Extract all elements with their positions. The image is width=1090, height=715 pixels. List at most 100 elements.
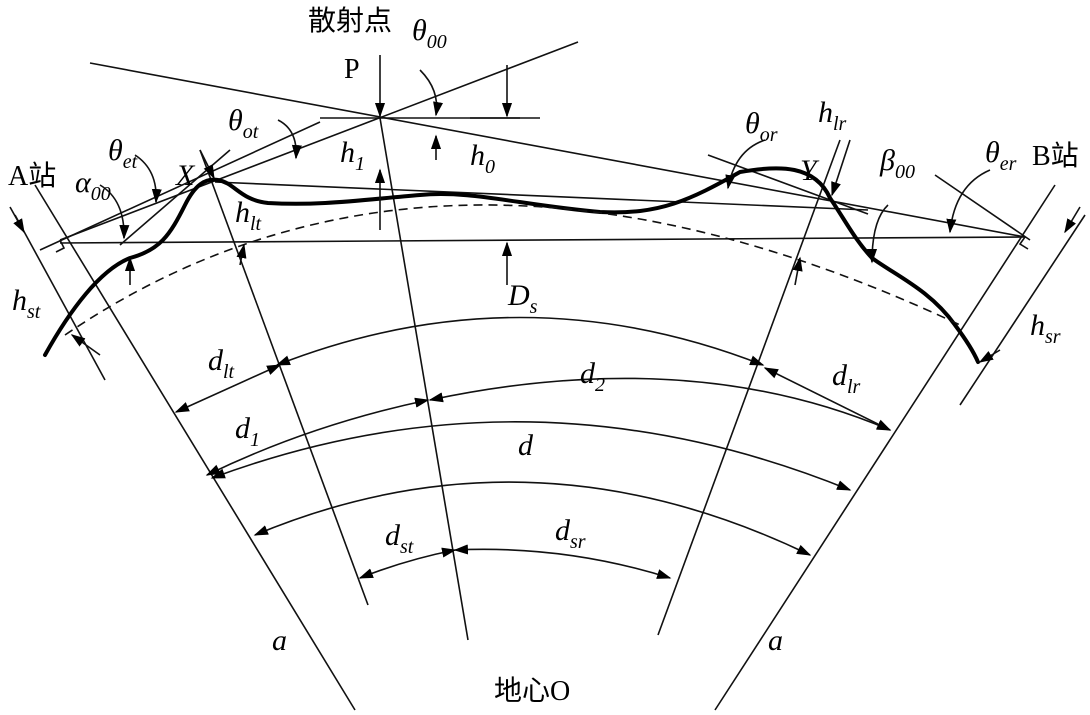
y-arrow (831, 139, 851, 197)
svg-text:dlr: dlr (832, 359, 861, 398)
alpha00-sub: 00 (91, 183, 111, 205)
ds-arc (275, 316, 765, 366)
ds-sub: s (530, 296, 538, 318)
hst-label: h (12, 284, 27, 317)
dst-arc (358, 547, 457, 579)
theta-er-arc (946, 169, 991, 234)
station-a-height-line (14, 214, 106, 381)
svg-text:dst: dst (385, 519, 414, 558)
h0-sub: 0 (485, 156, 495, 178)
svg-text:h0: h0 (470, 139, 495, 178)
svg-text:d2: d2 (580, 357, 605, 396)
svg-text:hst: hst (12, 284, 41, 323)
station-chord-line (59, 236, 1026, 244)
theta-or-label: θ (745, 107, 760, 140)
hlr-arrow (792, 256, 803, 286)
svg-text:θer: θer (985, 136, 1017, 175)
svg-text:hsr: hsr (1030, 309, 1061, 348)
station-b-label: B站 (1032, 140, 1079, 172)
receive-horizon-ray (89, 62, 1026, 238)
hlt-label: h (235, 196, 250, 229)
theta-ot-sub: ot (243, 121, 259, 143)
alpha00-label: α (75, 166, 92, 199)
svg-text:hlr: hlr (818, 96, 847, 135)
dsr-label: d (555, 514, 571, 547)
dsr-arc (453, 544, 672, 579)
svg-text:d1: d1 (235, 412, 260, 451)
h0-label: h (470, 139, 485, 172)
hlr-label: h (818, 96, 833, 129)
theta-et-arc (134, 154, 162, 204)
svg-text:hlt: hlt (235, 196, 262, 235)
beta00-sub: 00 (895, 161, 915, 183)
svg-text:Ds: Ds (507, 279, 538, 318)
radial-line-a (34, 184, 356, 711)
station-a-label: A站 (8, 160, 56, 192)
scatter-point-label: 散射点 (308, 5, 392, 37)
radial-line-y (657, 139, 841, 636)
p-label: P (344, 54, 360, 85)
dlt-arc (174, 364, 282, 413)
hsr-label: h (1030, 309, 1045, 342)
d-arc (210, 421, 852, 491)
dst-label: d (385, 519, 401, 552)
earth-center-label: 地心O (494, 675, 570, 707)
beta00-label: β (879, 144, 895, 177)
earth-radius-label-left: a (272, 624, 287, 657)
theta-or-arc (725, 139, 766, 190)
dlr-arc (763, 367, 892, 431)
x-label: X (175, 159, 196, 192)
y-tangent-line (707, 154, 869, 215)
d1-label: d (235, 412, 251, 445)
obstacle-line-xy (214, 181, 869, 211)
svg-text:dlt: dlt (208, 344, 235, 383)
theta00-label: θ (412, 14, 427, 47)
x-tangent-line (39, 121, 321, 251)
d1-sub: 1 (250, 429, 260, 451)
dlt-sub: lt (223, 361, 235, 383)
dlr-label: d (832, 359, 848, 392)
beta00-arc (866, 204, 889, 264)
theta-ot-label: θ (228, 104, 243, 137)
svg-text:h1: h1 (340, 136, 365, 175)
hsr-sub: sr (1045, 326, 1061, 348)
theta00-sub: 00 (427, 31, 447, 53)
theta-er-sub: er (1000, 153, 1017, 175)
dlt-label: d (208, 344, 224, 377)
station-b-height-line (959, 214, 1086, 406)
d-lower-arc (253, 481, 812, 556)
hsr-top-arrow (1064, 206, 1081, 234)
svg-text:dsr: dsr (555, 514, 586, 553)
h1-sub: 1 (355, 153, 365, 175)
hst-sub: st (27, 301, 41, 323)
b-tangent-line (934, 174, 1031, 241)
hlt-arrow (236, 243, 247, 266)
hlr-sub: lr (833, 113, 847, 135)
theta-et-sub: et (123, 151, 138, 173)
d2-sub: 2 (595, 374, 605, 396)
svg-text:θ00: θ00 (412, 14, 447, 53)
theta-ot-arc (277, 119, 302, 160)
svg-text:α00: α00 (75, 166, 111, 205)
earth-radius-label-right: a (768, 624, 783, 657)
earth-surface-curve (64, 204, 961, 336)
d2-label: d (580, 357, 596, 390)
right-angle-a (55, 239, 66, 253)
svg-text:β00: β00 (879, 144, 915, 183)
d1-arc (205, 397, 430, 476)
alpha00-arc (99, 184, 130, 240)
svg-text:θet: θet (108, 134, 138, 173)
theta-er-label: θ (985, 136, 1000, 169)
right-angle-b (1018, 236, 1029, 250)
hlt-sub: lt (250, 213, 262, 235)
svg-text:θor: θor (745, 107, 778, 146)
theta00-arc (419, 69, 444, 117)
hst-bottom-arrow (70, 334, 101, 356)
h1-label: h (340, 136, 355, 169)
hst-top-arrow (9, 206, 25, 234)
svg-text:θot: θot (228, 104, 259, 143)
theta-or-sub: or (760, 124, 778, 146)
terrain-profile (43, 166, 980, 364)
